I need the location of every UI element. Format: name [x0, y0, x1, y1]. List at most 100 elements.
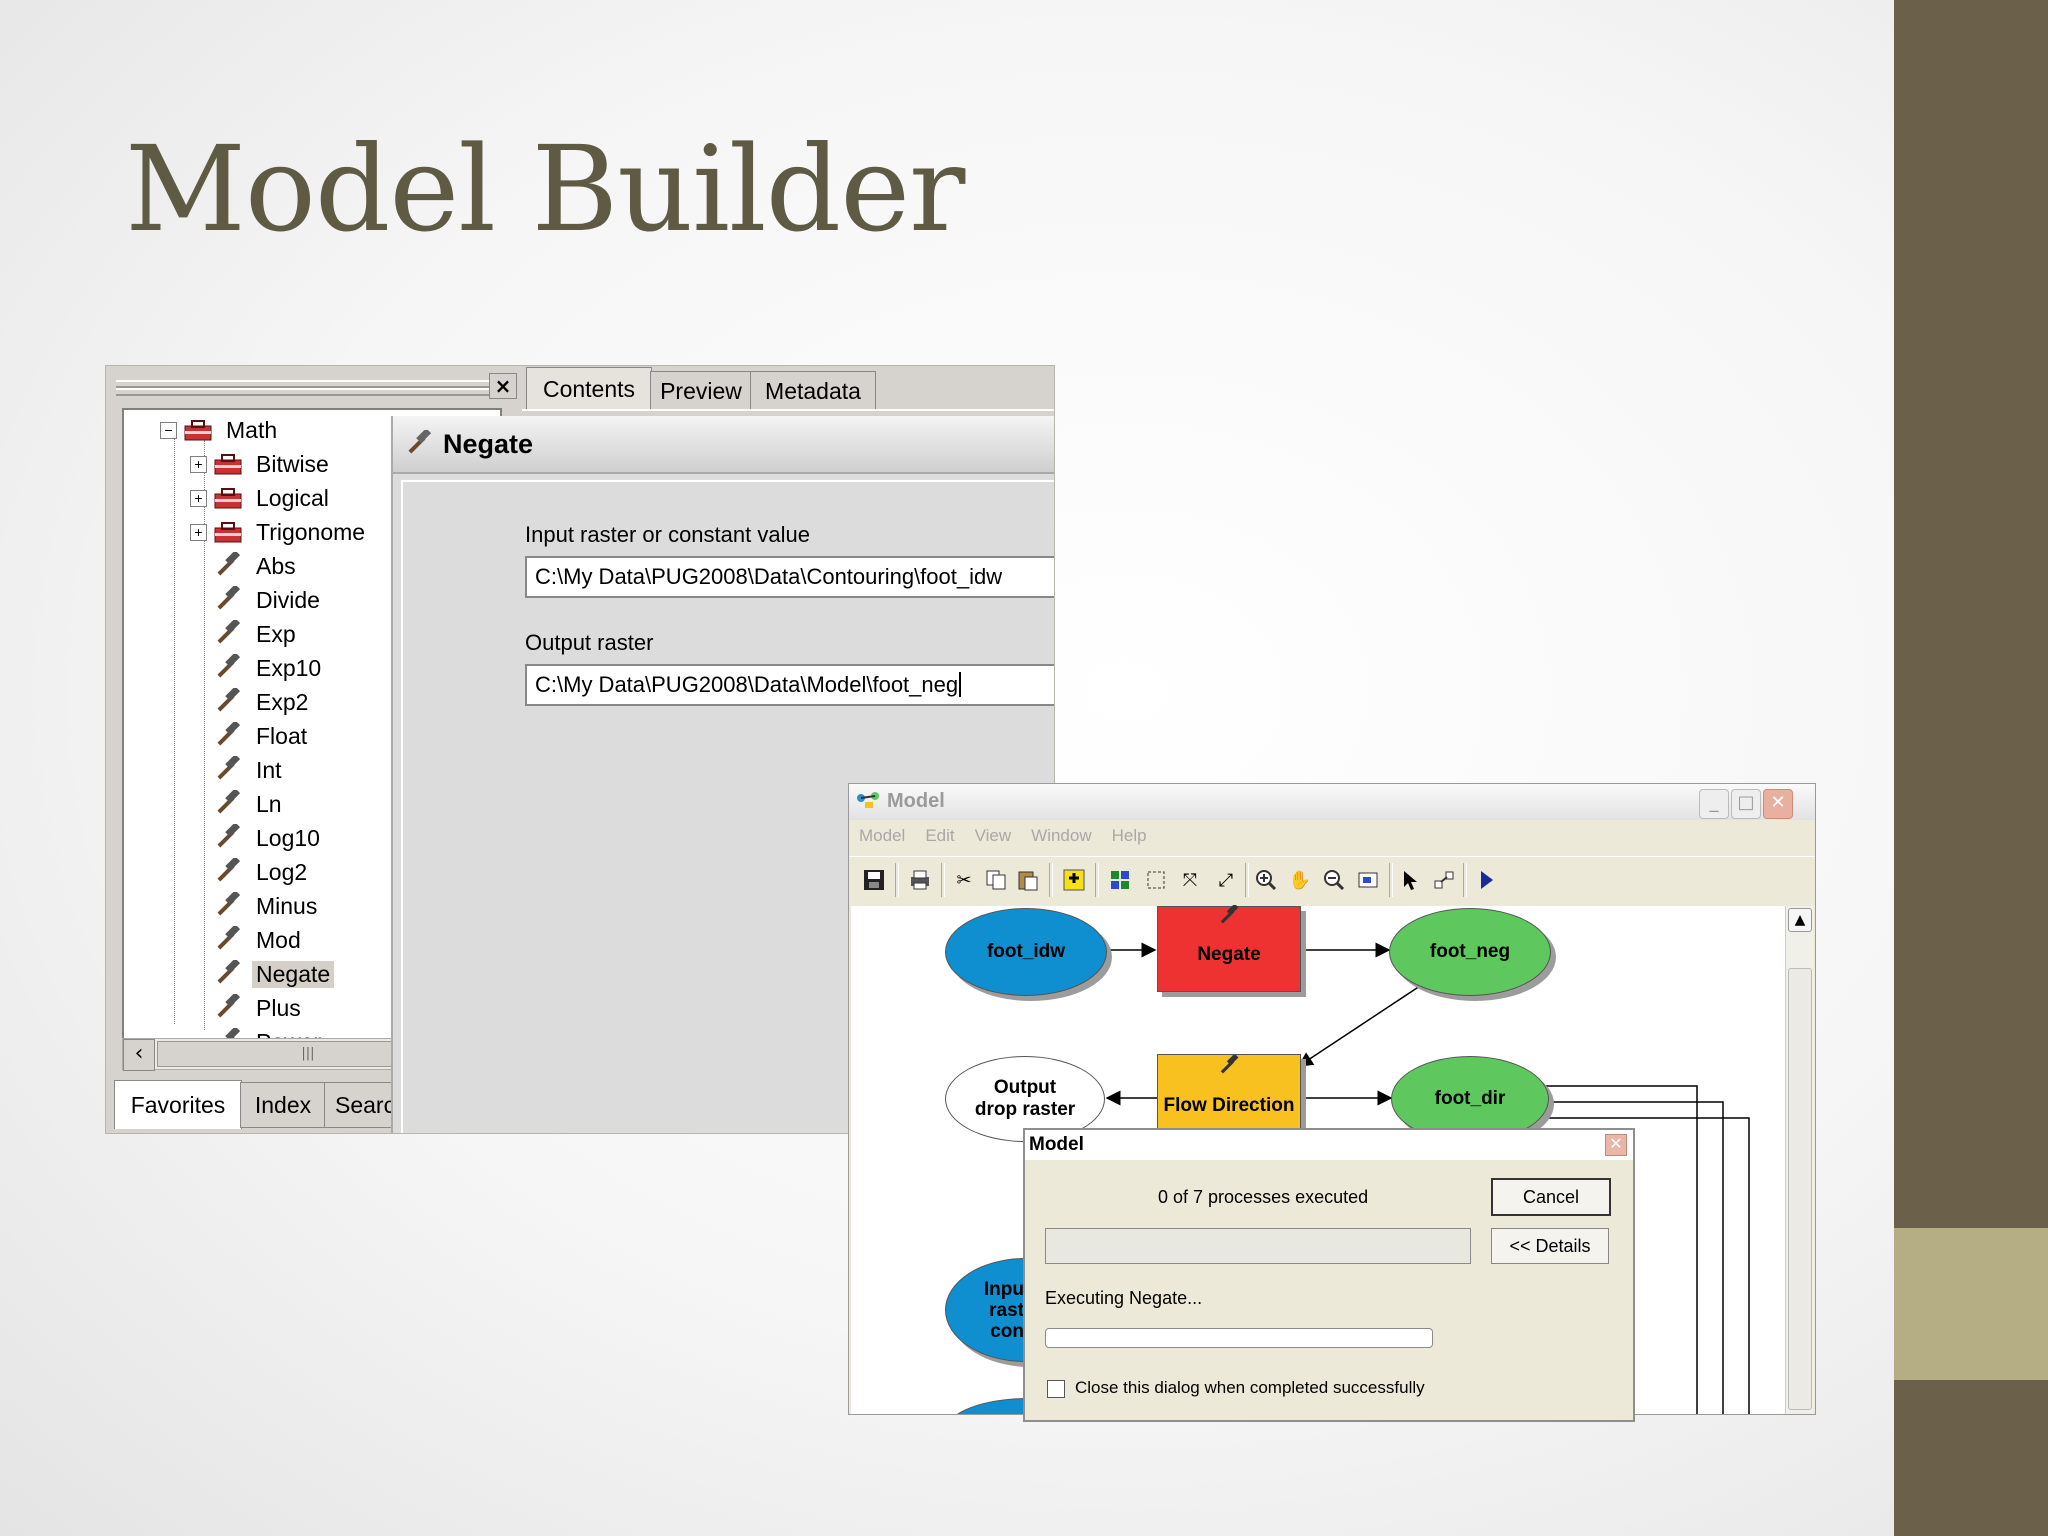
close-icon[interactable]: ✕	[1605, 1134, 1627, 1156]
tree-item-int[interactable]: Int	[212, 754, 286, 786]
select-icon[interactable]	[1395, 865, 1425, 895]
node-foot-neg[interactable]: foot_neg	[1389, 908, 1551, 996]
copy-icon[interactable]	[981, 865, 1011, 895]
model-title-bar: Model _ □ ✕	[849, 784, 1815, 820]
hammer-icon	[212, 856, 244, 886]
menu-window[interactable]: Window	[1031, 826, 1092, 845]
toolbox-icon	[212, 519, 244, 545]
progress-dialog-title: Model	[1025, 1130, 1633, 1160]
tab-metadata[interactable]: Metadata	[750, 371, 876, 410]
tree-item-exp2[interactable]: Exp2	[212, 686, 312, 718]
tree-item-math[interactable]: −Math	[160, 414, 281, 446]
zoom-out-icon[interactable]	[1319, 865, 1349, 895]
tree-item-label: Plus	[256, 994, 301, 1021]
grip-bar	[116, 388, 491, 396]
tree-item-abs[interactable]: Abs	[212, 550, 300, 582]
tree-item-label: Bitwise	[256, 450, 329, 477]
cancel-button[interactable]: Cancel	[1491, 1178, 1611, 1216]
tab-contents[interactable]: Contents	[526, 367, 652, 410]
hammer-icon	[212, 822, 244, 852]
tree-item-exp10[interactable]: Exp10	[212, 652, 325, 684]
auto-layout-icon[interactable]	[1105, 865, 1135, 895]
vertical-scrollbar[interactable]: ▲	[1785, 906, 1814, 1414]
menu-edit[interactable]: Edit	[925, 826, 955, 845]
scroll-up-icon[interactable]: ▲	[1788, 908, 1812, 932]
tree-item-label: Exp2	[256, 688, 309, 715]
print-icon[interactable]	[905, 865, 935, 895]
hammer-icon	[212, 958, 244, 988]
cut-icon[interactable]: ✂	[956, 869, 972, 891]
toolbox-icon	[182, 417, 214, 443]
overview-icon[interactable]	[1353, 865, 1383, 895]
output-raster-value: C:\My Data\PUG2008\Data\Model\foot_neg	[535, 672, 959, 697]
tree-item-plus[interactable]: Plus	[212, 992, 305, 1024]
expand-icon[interactable]: +	[190, 456, 207, 473]
toolbar-separator	[895, 863, 899, 897]
maximize-icon[interactable]: □	[1731, 789, 1761, 819]
node-foot-idw[interactable]: foot_idw	[945, 908, 1107, 996]
slide-title: Model Builder	[125, 120, 965, 258]
add-data-icon[interactable]	[1059, 865, 1089, 895]
zoom-in-fixed-icon[interactable]: ⤧	[1182, 869, 1198, 891]
node-output-drop-line1: Output	[993, 1077, 1057, 1098]
connect-icon[interactable]	[1429, 865, 1459, 895]
tab-preview[interactable]: Preview	[650, 371, 752, 410]
menu-help[interactable]: Help	[1111, 826, 1147, 845]
tree-item-float[interactable]: Float	[212, 720, 311, 752]
details-button[interactable]: << Details	[1491, 1228, 1609, 1264]
input-raster-field[interactable]: C:\My Data\PUG2008\Data\Contouring\foot_…	[525, 556, 1054, 598]
minimize-icon[interactable]: _	[1699, 789, 1729, 819]
tree-item-minus[interactable]: Minus	[212, 890, 321, 922]
toolbar-separator	[1245, 863, 1249, 897]
expand-icon[interactable]: +	[190, 524, 207, 541]
menu-view[interactable]: View	[974, 826, 1012, 845]
tree-item-divide[interactable]: Divide	[212, 584, 324, 616]
full-extent-icon[interactable]	[1141, 865, 1171, 895]
tree-item-bitwise[interactable]: + Bitwise	[190, 448, 333, 480]
node-negate[interactable]: Negate	[1157, 903, 1301, 992]
node-output-drop-raster[interactable]: Output drop raster	[945, 1056, 1105, 1142]
progress-dialog: Model ✕ 0 of 7 processes executed Cancel…	[1023, 1128, 1635, 1422]
tree-item-label: Trigonome	[256, 518, 366, 545]
tree-item-ln[interactable]: Ln	[212, 788, 286, 820]
collapse-icon[interactable]: −	[160, 422, 177, 439]
tree-item-mod[interactable]: Mod	[212, 924, 305, 956]
node-output-drop-line2: drop raster	[974, 1099, 1076, 1120]
paste-icon[interactable]	[1013, 865, 1043, 895]
node-flow-direction-label: Flow Direction	[1163, 1095, 1295, 1116]
tree-item-label: Exp10	[256, 654, 322, 681]
tree-item-negate[interactable]: Negate	[212, 958, 335, 990]
node-input-partial-3: con	[990, 1320, 1024, 1342]
tree-item-trigonome[interactable]: + Trigonome	[190, 516, 369, 548]
negate-title: Negate	[443, 428, 534, 459]
scroll-thumb[interactable]	[1788, 968, 1812, 1410]
scroll-left-icon[interactable]: ‹	[123, 1039, 155, 1071]
close-on-complete-label: Close this dialog when completed success…	[1075, 1378, 1425, 1397]
tree-item-log2[interactable]: Log2	[212, 856, 311, 888]
tab-index[interactable]: Index	[240, 1082, 326, 1128]
node-flow-direction[interactable]: Flow Direction	[1157, 1053, 1301, 1140]
tree-item-logical[interactable]: +Logical	[190, 482, 333, 514]
input-raster-label: Input raster or constant value	[525, 522, 810, 547]
tree-item-power[interactable]: Power	[212, 1026, 325, 1038]
expand-icon[interactable]: +	[190, 490, 207, 507]
zoom-out-fixed-icon[interactable]: ⤢	[1218, 869, 1234, 891]
hammer-icon	[1216, 1053, 1242, 1083]
close-icon[interactable]: ✕	[1763, 789, 1793, 819]
processes-status: 0 of 7 processes executed	[1158, 1187, 1369, 1207]
output-raster-field[interactable]: C:\My Data\PUG2008\Data\Model\foot_neg	[525, 664, 1054, 706]
tree-item-label: Negate	[252, 960, 335, 988]
close-icon[interactable]: ×	[489, 373, 517, 399]
tree-guide-line	[174, 434, 175, 1024]
tree-item-log10[interactable]: Log10	[212, 822, 324, 854]
close-on-complete-checkbox[interactable]	[1047, 1380, 1065, 1398]
zoom-in-icon[interactable]	[1251, 865, 1281, 895]
menu-model[interactable]: Model	[859, 826, 906, 845]
tree-header: ×	[106, 366, 521, 406]
run-icon[interactable]	[1471, 865, 1501, 895]
save-icon[interactable]	[859, 865, 889, 895]
pan-icon[interactable]: ✋	[1288, 869, 1312, 891]
toolbar-separator	[941, 863, 945, 897]
tab-favorites[interactable]: Favorites	[114, 1080, 242, 1129]
tree-item-exp[interactable]: Exp	[212, 618, 300, 650]
